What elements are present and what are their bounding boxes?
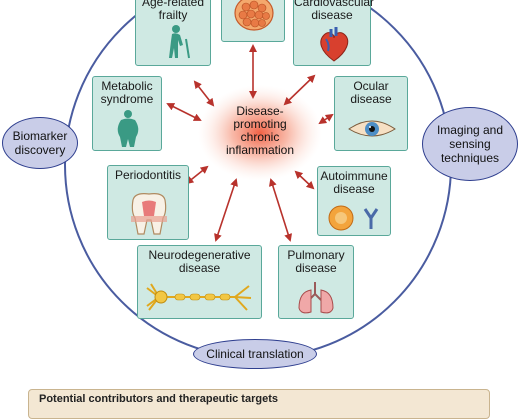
arrow-autoimmune	[294, 170, 315, 190]
immune-cell-icon	[328, 205, 379, 231]
box-cancer	[221, 0, 285, 42]
neurodegenerative-label: Neurodegenerative disease	[148, 248, 251, 275]
heart-icon	[320, 27, 349, 62]
cancer-cells-icon	[234, 0, 274, 31]
box-periodontitis: Periodontitis	[107, 165, 189, 240]
metabolic-label: Metabolic syndrome	[100, 79, 154, 106]
arrow-cardiovascular	[283, 74, 316, 106]
arrow-group	[166, 44, 334, 242]
cardiovascular-label: Cardiovascular disease	[294, 0, 375, 22]
oval-imaging-sensing: Imaging and sensing techniques	[422, 107, 518, 181]
arrow-ocular	[318, 113, 334, 125]
oval-clinical-translation: Clinical translation	[193, 339, 317, 369]
elderly-person-icon	[169, 25, 190, 59]
frailty-label: Age-related frailty	[141, 0, 205, 22]
neuron-icon	[146, 283, 252, 311]
arrow-periodontitis	[185, 165, 209, 185]
ocular-label: Ocular disease	[350, 79, 392, 106]
pulmonary-label: Pulmonary disease	[287, 248, 345, 275]
arrow-pulmonary	[268, 178, 293, 242]
bottom-note: Potential contributors and therapeutic t…	[28, 389, 490, 419]
box-cardiovascular: Cardiovascular disease	[293, 0, 375, 66]
periodontitis-label: Periodontitis	[114, 168, 182, 182]
box-pulmonary: Pulmonary disease	[278, 245, 354, 319]
arrow-frailty	[193, 80, 215, 107]
lungs-icon	[298, 282, 334, 314]
box-neurodegenerative: Neurodegenerative disease	[137, 245, 262, 319]
inflammation-glow	[198, 85, 322, 181]
box-frailty: Age-related frailty	[135, 0, 211, 66]
tooth-icon	[131, 193, 167, 235]
oval-biomarker-discovery: Biomarker discovery	[2, 117, 78, 169]
center-label: Disease- promoting chronic inflammation	[225, 104, 295, 157]
obese-person-icon	[117, 110, 139, 147]
arrow-neurodegenerative	[214, 178, 238, 242]
eye-icon	[348, 120, 396, 137]
box-autoimmune: Autoimmune disease	[317, 166, 391, 236]
box-metabolic: Metabolic syndrome	[92, 76, 162, 151]
autoimmune-label: Autoimmune disease	[320, 169, 388, 196]
arrow-metabolic	[166, 103, 202, 121]
box-ocular: Ocular disease	[334, 76, 408, 151]
